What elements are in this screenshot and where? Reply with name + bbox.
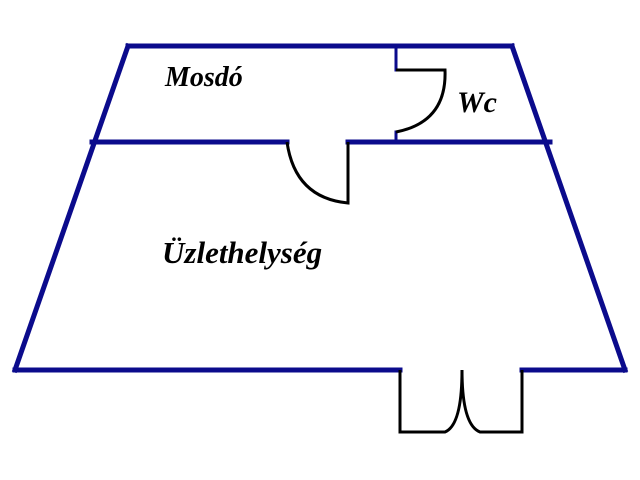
doors xyxy=(285,68,524,434)
mosdo-door-swing xyxy=(285,141,350,205)
left-wall xyxy=(11,42,132,374)
room-label-mosdo: Mosdó xyxy=(165,62,243,93)
entrance-door-swing xyxy=(398,369,524,434)
room-label-uzlethelyseg: Üzlethelység xyxy=(162,235,323,270)
wc-door-swing xyxy=(395,68,447,134)
walls xyxy=(11,42,629,374)
room-label-wc: Wc xyxy=(457,86,497,119)
right-wall xyxy=(508,42,629,374)
